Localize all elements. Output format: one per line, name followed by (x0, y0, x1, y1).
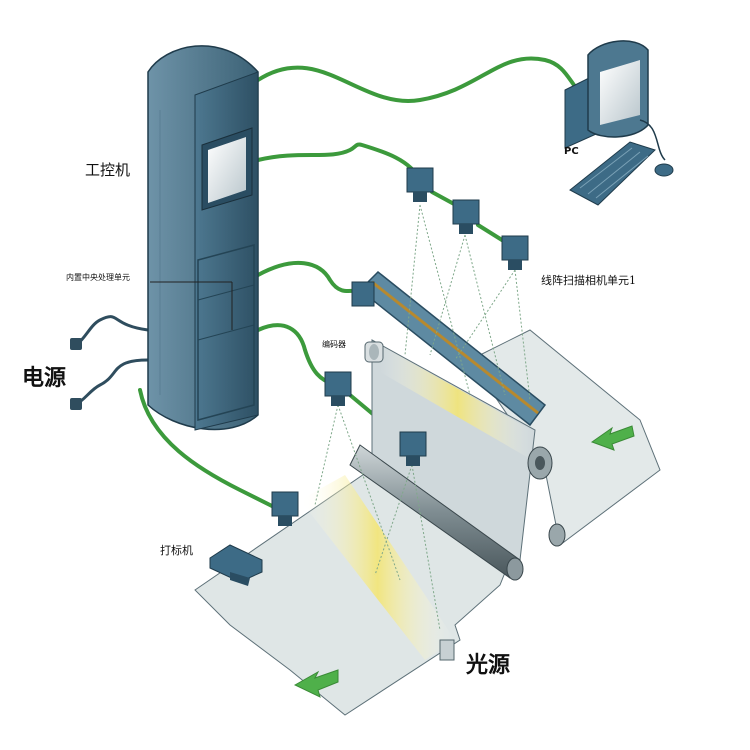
camera-fov-lines (314, 204, 531, 631)
cable-power-1 (73, 315, 150, 347)
encoder-icon (364, 341, 384, 363)
builtin-unit-label: 内置中央处理单元 (66, 273, 130, 282)
desktop-computer-icon (564, 40, 674, 206)
tower-panel (197, 244, 255, 421)
cameras (271, 167, 529, 526)
leader-lines (150, 281, 233, 330)
light-band-vertical (380, 345, 535, 460)
marker-label: 打标机 (160, 544, 193, 557)
arrow-left (293, 669, 339, 698)
arrow-right (590, 425, 635, 451)
camera-top-2 (452, 199, 480, 234)
rollers (349, 444, 566, 581)
pc-mouse-cable (639, 119, 666, 161)
tower-front (194, 71, 259, 431)
pc-label: PC (564, 146, 579, 157)
camera-bottom-2 (399, 431, 427, 466)
web-material (194, 329, 661, 716)
light-bar-cap (351, 281, 375, 307)
cable-ipc-top-cameras (256, 142, 422, 182)
cable-ipc-camera-bar (256, 260, 367, 294)
encoder-label: 编码器 (322, 340, 346, 349)
power-plugs (70, 338, 82, 410)
cables (73, 56, 592, 512)
light-bar-rail (371, 280, 539, 415)
camera-marker-side (271, 491, 299, 526)
power-label: 电源 (22, 365, 67, 391)
power-plug-1 (70, 338, 82, 350)
light-source-label: 光源 (466, 652, 511, 678)
roller-right-end (548, 523, 566, 547)
pc-keyboard (569, 141, 656, 206)
camera-top-1 (406, 167, 434, 202)
tower-screen (208, 137, 246, 203)
cable-ipc-marker (138, 388, 282, 512)
camera-top-3 (501, 235, 529, 270)
marking-machine-icon (209, 544, 263, 586)
camera-bottom-1 (324, 371, 352, 406)
pc-mouse (654, 163, 674, 177)
roller-main-end (506, 557, 524, 581)
camera-bar (351, 270, 547, 427)
cable-power-2 (73, 358, 150, 407)
cable-ipc-pc (256, 56, 592, 103)
ipc-label: 工控机 (85, 161, 131, 179)
roller-upper-core (535, 456, 545, 470)
pc-screen (600, 60, 640, 125)
power-plug-2 (70, 398, 82, 410)
light-source-icon (439, 639, 455, 661)
camera-unit-label: 线阵扫描相机单元1 (541, 274, 636, 287)
server-tower-icon (147, 45, 259, 431)
flow-direction-arrow-icon (293, 425, 635, 698)
